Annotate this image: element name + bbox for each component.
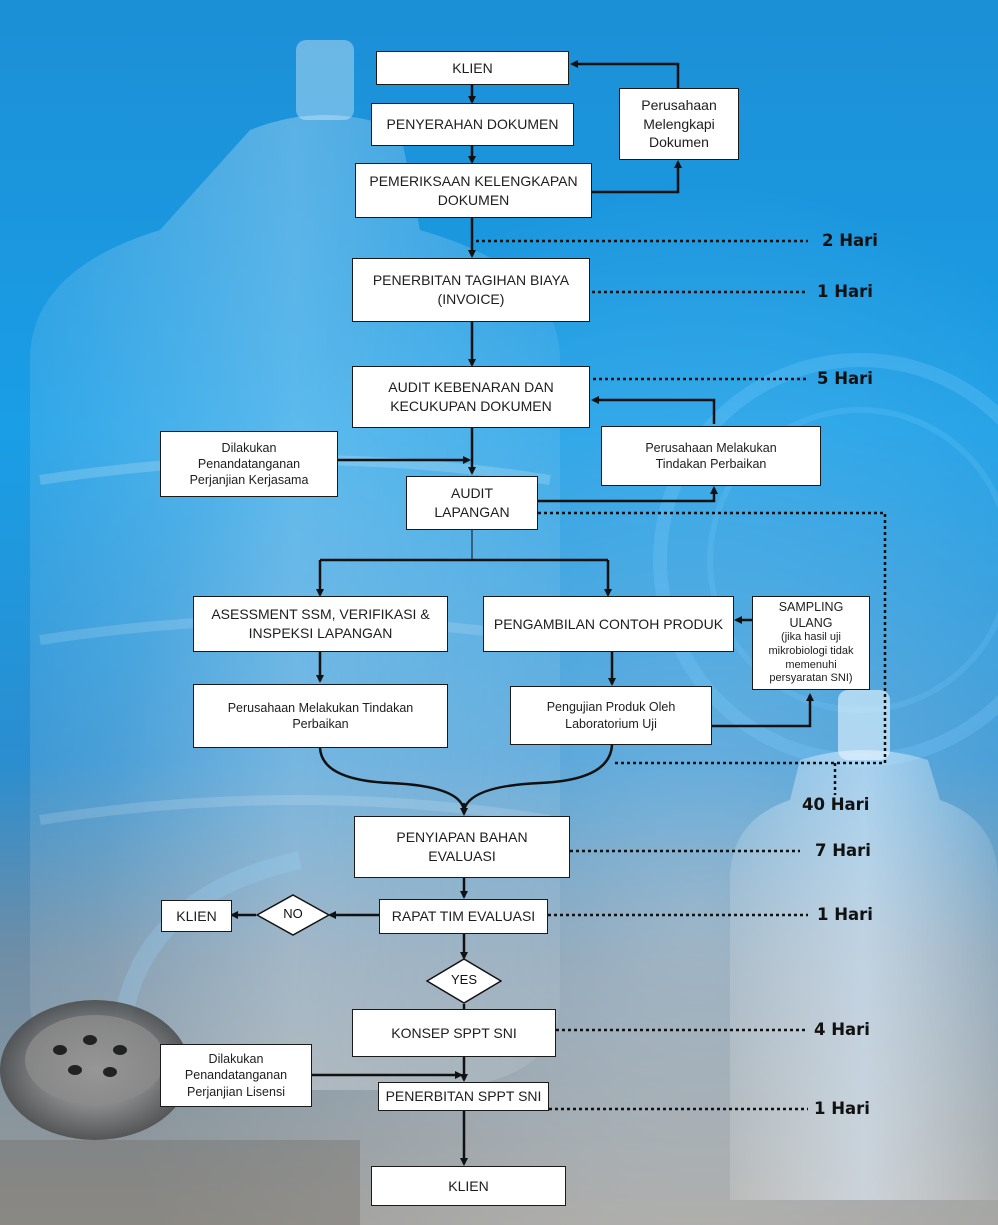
audit-kebenaran-box: AUDIT KEBENARAN DAN KECUKUPAN DOKUMEN — [352, 366, 590, 428]
decision-no-label: NO — [283, 906, 303, 921]
pengambilan-contoh-box: PENGAMBILAN CONTOH PRODUK — [483, 596, 734, 652]
duration-label: 1 Hari — [814, 1099, 870, 1118]
penerbitan-sppt-box: PENERBITAN SPPT SNI — [378, 1082, 549, 1111]
perjanjian-kerjasama-box: Dilakukan Penandatanganan Perjanjian Ker… — [160, 431, 338, 497]
audit-lapangan-box: AUDIT LAPANGAN — [406, 476, 538, 530]
klien-top-box: KLIEN — [376, 51, 569, 85]
duration-label: 1 Hari — [817, 905, 873, 924]
duration-label: 4 Hari — [814, 1020, 870, 1039]
penyiapan-evaluasi-box: PENYIAPAN BAHAN EVALUASI — [354, 816, 570, 878]
duration-label: 40 Hari — [802, 795, 870, 814]
perbaikan-asessment-box: Perusahaan Melakukan Tindakan Perbaikan — [193, 684, 448, 748]
konsep-sppt-box: KONSEP SPPT SNI — [352, 1009, 556, 1057]
perjanjian-lisensi-box: Dilakukan Penandatanganan Perjanjian Lis… — [160, 1044, 312, 1107]
klien-final-box: KLIEN — [371, 1166, 566, 1206]
sampling-ulang-note: (jika hasil uji mikrobiologi tidak memen… — [768, 631, 854, 685]
penyerahan-dokumen-box: PENYERAHAN DOKUMEN — [371, 103, 574, 146]
melengkapi-dokumen-box: Perusahaan Melengkapi Dokumen — [619, 88, 739, 160]
duration-label: 7 Hari — [815, 841, 871, 860]
perbaikan-audit-dokumen-box: Perusahaan Melakukan Tindakan Perbaikan — [601, 426, 821, 486]
penerbitan-tagihan-box: PENERBITAN TAGIHAN BIAYA (INVOICE) — [352, 258, 590, 322]
sampling-ulang-title: SAMPLING ULANG — [778, 599, 844, 630]
duration-label: 1 Hari — [817, 282, 873, 301]
duration-label: 2 Hari — [822, 231, 878, 250]
klien-rejected-box: KLIEN — [161, 900, 232, 932]
pemeriksaan-kelengkapan-box: PEMERIKSAAN KELENGKAPAN DOKUMEN — [355, 163, 592, 218]
rapat-tim-evaluasi-box: RAPAT TIM EVALUASI — [379, 899, 548, 934]
decision-yes-label: YES — [450, 972, 477, 987]
sampling-ulang-box: SAMPLING ULANG (jika hasil uji mikrobiol… — [752, 596, 870, 690]
pengujian-produk-box: Pengujian Produk Oleh Laboratorium Uji — [510, 686, 712, 745]
asessment-ssm-box: ASESSMENT SSM, VERIFIKASI & INSPEKSI LAP… — [193, 596, 448, 652]
duration-label: 5 Hari — [817, 369, 873, 388]
